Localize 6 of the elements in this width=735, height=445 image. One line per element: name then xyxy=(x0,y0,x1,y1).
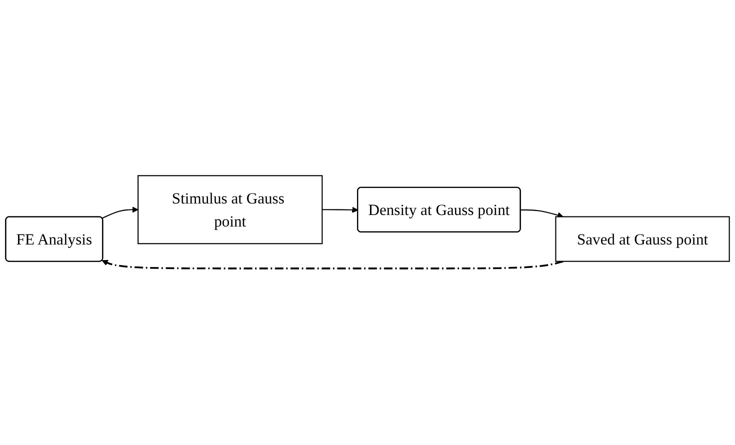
arrow xyxy=(520,210,564,219)
node-box: Stimulus at Gauss point xyxy=(138,176,323,245)
node-box: Saved at Gauss point xyxy=(555,216,730,262)
arrow xyxy=(102,207,138,220)
arrow xyxy=(102,260,564,270)
arrow xyxy=(322,207,358,214)
